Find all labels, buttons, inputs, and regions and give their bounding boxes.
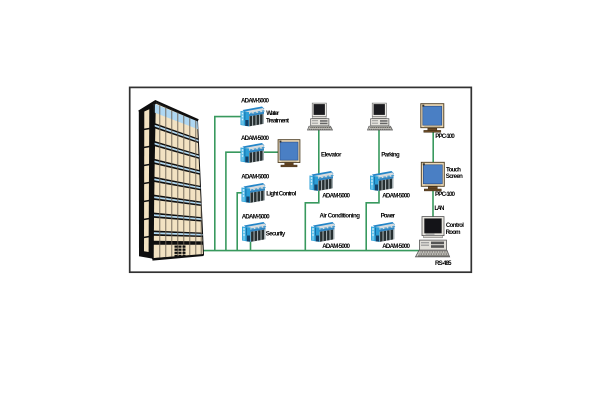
svg-text:Touch: Touch	[446, 167, 461, 174]
svg-text:ADAM-5000: ADAM-5000	[241, 135, 270, 142]
svg-text:PPC-100: PPC-100	[435, 191, 456, 198]
svg-text:ADAM-5000: ADAM-5000	[241, 97, 270, 104]
svg-text:Room: Room	[446, 229, 462, 236]
svg-text:PPC-100: PPC-100	[435, 133, 455, 140]
svg-text:LAN: LAN	[434, 205, 444, 212]
svg-text:Parking: Parking	[381, 151, 400, 158]
svg-text:ADAM-5000: ADAM-5000	[242, 213, 271, 220]
svg-text:Water: Water	[266, 110, 280, 117]
svg-text:Power: Power	[381, 213, 396, 220]
svg-text:Air Conditioning: Air Conditioning	[320, 212, 361, 219]
svg-text:Screen: Screen	[446, 173, 463, 180]
svg-text:ADAM-5000: ADAM-5000	[382, 243, 410, 250]
svg-text:Treatment: Treatment	[266, 117, 289, 124]
svg-text:RS-485: RS-485	[435, 260, 452, 267]
svg-text:Control: Control	[446, 222, 464, 229]
svg-text:ADAM-5000: ADAM-5000	[322, 243, 350, 250]
svg-text:Security: Security	[266, 230, 286, 237]
svg-text:Light Control: Light Control	[266, 191, 296, 198]
svg-text:ADAM-5000: ADAM-5000	[382, 192, 410, 199]
svg-text:Elevator: Elevator	[321, 151, 342, 158]
svg-text:ADAM-5000: ADAM-5000	[241, 173, 270, 180]
svg-text:ADAM-5000: ADAM-5000	[322, 192, 350, 199]
